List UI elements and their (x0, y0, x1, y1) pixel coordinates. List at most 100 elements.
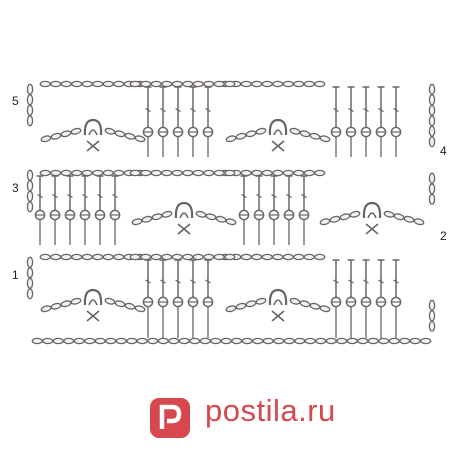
chain-stitch (168, 337, 180, 345)
chain-stitch (272, 169, 284, 177)
chain-stitch (131, 218, 143, 226)
turning-chain (428, 115, 436, 127)
chain-stitch (314, 80, 326, 88)
chain-stitch (225, 218, 237, 226)
chain-stitch (272, 253, 284, 261)
double-crochet-bar (241, 193, 247, 199)
chain-stitch (240, 80, 252, 88)
chain-stitch (140, 253, 152, 261)
chain-stitch (124, 302, 136, 310)
chain-stitch (134, 305, 146, 313)
double-crochet-bar (190, 107, 196, 113)
chain-stitch (303, 253, 315, 261)
chain-stitch (102, 253, 114, 261)
chain-stitch (60, 300, 72, 308)
double-crochet-bar (205, 279, 211, 284)
single-crochet-cross (271, 140, 285, 152)
double-crochet-bar (160, 107, 166, 113)
double-crochet-bar (348, 279, 354, 284)
chain-stitch (378, 337, 390, 345)
double-crochet-bar (190, 279, 196, 284)
chain-stitch (31, 337, 43, 345)
chain-stitch (81, 169, 93, 177)
chain-stitch (215, 215, 227, 223)
chain-stitch (255, 127, 267, 135)
picot-loop (83, 118, 103, 136)
double-crochet-bar (378, 107, 384, 113)
chain-stitch (309, 132, 321, 140)
chain-stitch (161, 210, 173, 218)
chain-stitch (245, 300, 257, 308)
chain-stitch (409, 337, 421, 345)
turning-chain (26, 169, 34, 181)
chain-stitch (171, 253, 183, 261)
chain-stitch (140, 80, 152, 88)
chain-stitch (339, 213, 351, 221)
turning-chain (428, 193, 436, 205)
double-crochet-bar (271, 193, 277, 199)
chain-stitch (50, 253, 62, 261)
chain-stitch (161, 80, 173, 88)
chain-stitch (199, 337, 211, 345)
chain-stitch (182, 253, 194, 261)
chain-stitch (39, 80, 51, 88)
double-crochet-bar (37, 193, 43, 199)
double-crochet-bar (67, 193, 73, 199)
double-crochet-bar (393, 279, 399, 284)
turning-chain (428, 310, 436, 322)
chain-stitch (50, 80, 62, 88)
picot-loop (83, 288, 103, 306)
chain-stitch (70, 127, 82, 135)
chain-stitch (349, 210, 361, 218)
chain-stitch (261, 80, 273, 88)
double-crochet-bar (112, 193, 118, 199)
double-crochet-bar (348, 107, 354, 113)
double-crochet-bar (97, 193, 103, 199)
chain-stitch (115, 337, 127, 345)
double-crochet-bar (363, 107, 369, 113)
chain-stitch (283, 337, 295, 345)
chain-stitch (203, 80, 215, 88)
chain-stitch (282, 169, 294, 177)
chain-stitch (70, 297, 82, 305)
turning-chain (428, 183, 436, 195)
watermark-text: postila.ru (205, 393, 336, 428)
chain-stitch (346, 337, 358, 345)
picot-loop-inner (179, 212, 189, 219)
chain-stitch (289, 297, 301, 305)
turning-chain (428, 320, 436, 332)
stitch-symbols (26, 80, 436, 345)
picot-loop-inner (88, 299, 98, 306)
double-crochet-bar (363, 279, 369, 284)
turning-chain (428, 125, 436, 137)
turning-chain (26, 180, 34, 192)
double-crochet-bar (160, 279, 166, 284)
chain-stitch (255, 297, 267, 305)
double-crochet-bar (175, 107, 181, 113)
turning-chain (428, 104, 436, 116)
chain-stitch (203, 253, 215, 261)
turning-chain (26, 256, 34, 268)
turning-chain (428, 94, 436, 106)
chain-stitch (178, 337, 190, 345)
chain-stitch (282, 80, 294, 88)
chain-stitch (293, 169, 305, 177)
double-crochet-bar (145, 279, 151, 284)
chain-stitch (113, 169, 125, 177)
chain-stitch (105, 337, 117, 345)
postila-logo-icon (150, 398, 190, 438)
chain-stitch (213, 169, 225, 177)
chain-stitch (150, 253, 162, 261)
chain-stitch (213, 253, 225, 261)
chain-stitch (50, 302, 62, 310)
picot-loop (174, 201, 194, 219)
chain-stitch (319, 135, 331, 143)
chain-stitch (225, 135, 237, 143)
chain-stitch (50, 132, 62, 140)
chain-stitch (150, 80, 162, 88)
chain-stitch (325, 337, 337, 345)
chain-stitch (71, 253, 83, 261)
chain-stitch (60, 130, 72, 138)
row-label-5: 5 (12, 94, 19, 108)
chain-stitch (225, 305, 237, 313)
